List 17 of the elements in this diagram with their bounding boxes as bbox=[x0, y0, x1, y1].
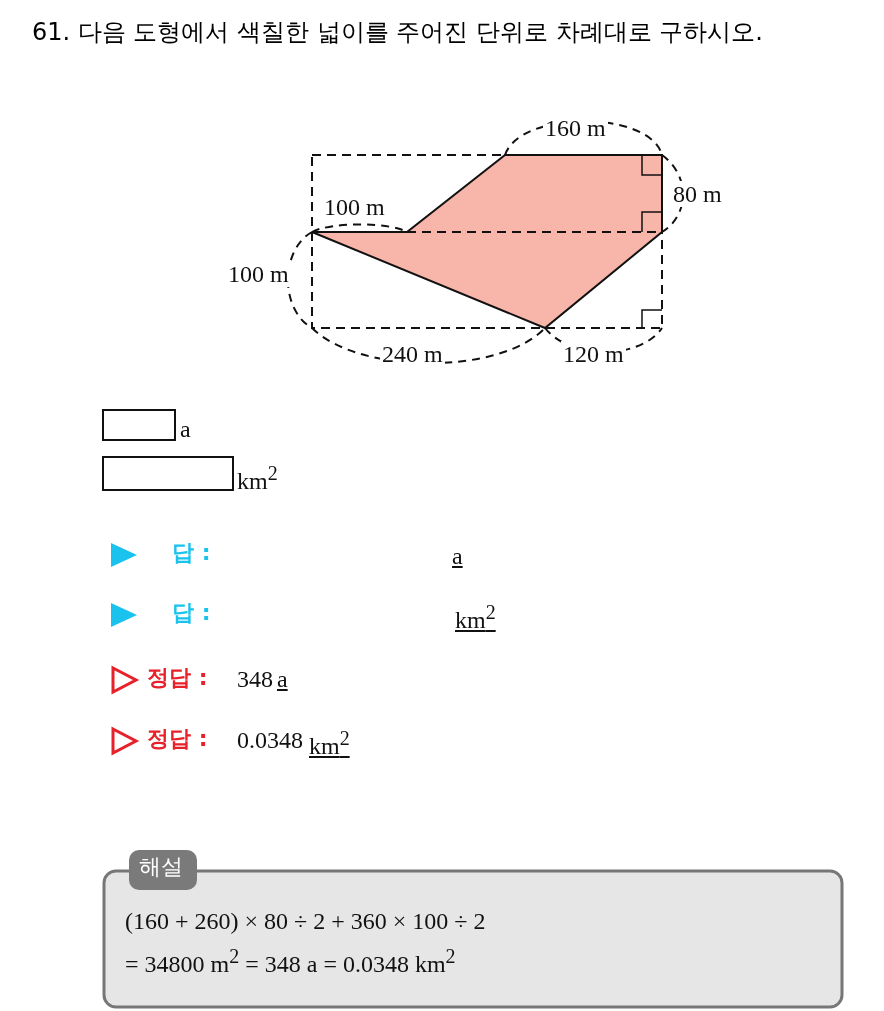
unit-label: a bbox=[277, 666, 288, 693]
unit-label: a bbox=[180, 416, 191, 443]
formula-text: (160 + 260) × 80 ÷ 2 + 360 × 100 ÷ 2 bbox=[125, 908, 486, 935]
unit-label: a bbox=[452, 543, 463, 570]
answer-label: 정답 : bbox=[147, 666, 208, 691]
answer-label: 답 : bbox=[172, 541, 211, 566]
answer-value: 0.0348 bbox=[237, 727, 303, 754]
question-text: 61. 다음 도형에서 색칠한 넓이를 주어진 단위로 차례대로 구하시오. bbox=[32, 17, 763, 48]
unit-label: km$^{2}$ bbox=[237, 462, 278, 495]
unit-label: km$^{2}$ bbox=[309, 727, 350, 760]
explanation-heading: 해설 bbox=[139, 855, 183, 880]
dimension-label: 80 m bbox=[671, 181, 724, 208]
answer-label: 답 : bbox=[172, 601, 211, 626]
formula-text: = 34800 m$^{2}$ = 348 a = 0.0348 km$^{2}$ bbox=[125, 945, 456, 978]
unit-label: km$^{2}$ bbox=[455, 601, 496, 634]
answer-label: 정답 : bbox=[147, 727, 208, 752]
answer-value: 348 bbox=[237, 666, 273, 693]
